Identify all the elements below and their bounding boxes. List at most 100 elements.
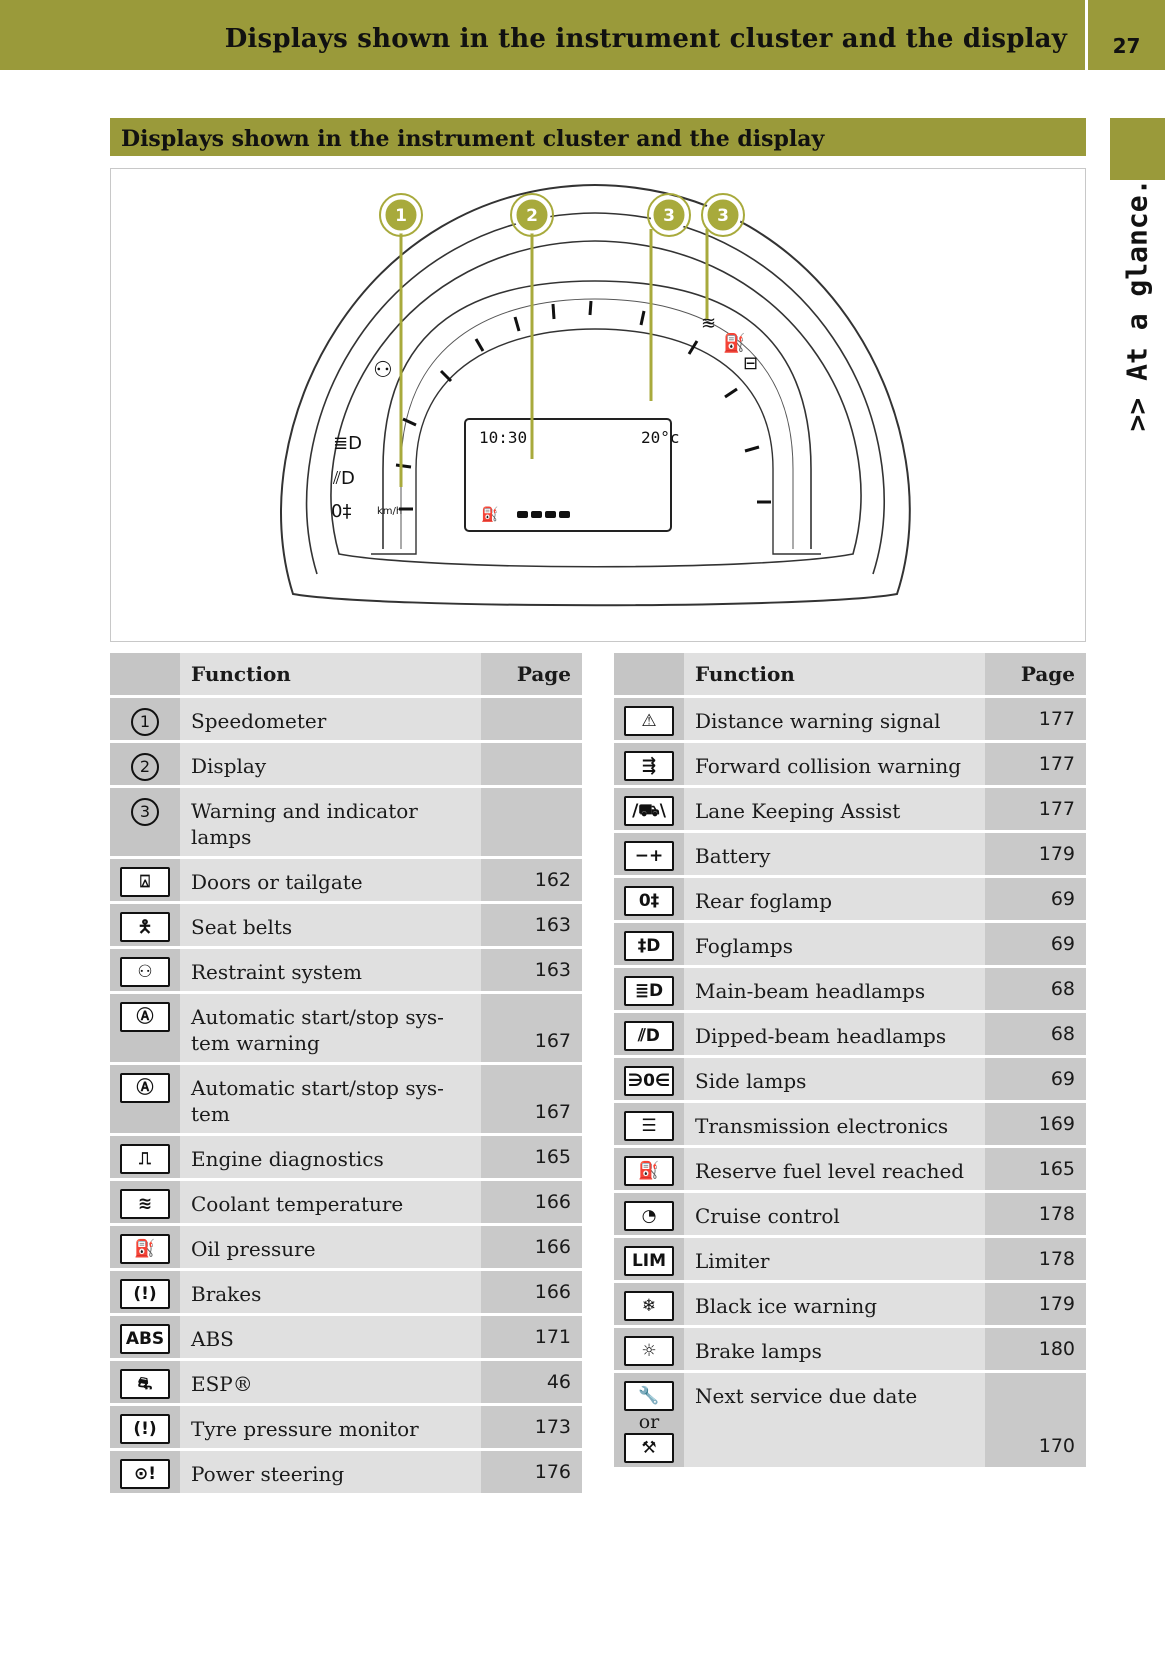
row-page-cell: 68 xyxy=(985,1013,1086,1055)
row-page-number: 173 xyxy=(534,1416,571,1438)
row-function-text: Coolant temperature xyxy=(191,1192,404,1216)
row-page-cell xyxy=(481,788,582,856)
row-function-cell: ABS xyxy=(180,1316,481,1358)
row-page-cell: 177 xyxy=(985,743,1086,785)
display-fuel-icon: ⛽ xyxy=(481,506,498,523)
row-icon-cell: −+ xyxy=(614,833,684,875)
page-column-header: Page xyxy=(481,653,582,695)
row-icon-cell: ⫽D xyxy=(614,1013,684,1055)
restraint-icon: ⚇ xyxy=(120,957,170,987)
row-function-cell: Power steering xyxy=(180,1451,481,1493)
section-title: Displays shown in the instrument cluster… xyxy=(121,126,825,152)
header-bar: Displays shown in the instrument cluster… xyxy=(0,0,1085,70)
row-page-cell: 173 xyxy=(481,1406,582,1448)
side-tab-label-box: >> At a glance. xyxy=(1112,179,1162,432)
row-page-number: 163 xyxy=(534,959,571,981)
callout-number-icon: 1 xyxy=(131,708,159,736)
callout-1 xyxy=(382,196,420,234)
page-number: 27 xyxy=(1112,34,1141,58)
row-page-number: 165 xyxy=(1038,1158,1075,1180)
multifunction-display xyxy=(464,418,672,532)
row-function-text: Brakes xyxy=(191,1282,262,1306)
row-page-number: 166 xyxy=(534,1191,571,1213)
rear-foglamp-icon: 0‡ xyxy=(624,886,674,916)
row-function-text: Tyre pressure monitor xyxy=(191,1417,419,1441)
row-page-cell: 68 xyxy=(985,968,1086,1010)
table-row: ⛐ESP®46 xyxy=(110,1361,582,1403)
callout-leader-lines xyxy=(399,229,709,487)
auto-start-stop-icon: Ⓐ xyxy=(120,1073,170,1103)
row-function-text: Seat belts xyxy=(191,915,293,939)
row-page-number: 177 xyxy=(1038,708,1075,730)
row-function-text: Side lamps xyxy=(695,1069,807,1093)
row-page-number: 68 xyxy=(1050,978,1075,1000)
cruise-control-icon: ◔ xyxy=(624,1201,674,1231)
row-function-cell: Foglamps xyxy=(684,923,985,965)
row-function-text: Next service due date xyxy=(695,1384,918,1408)
row-function-cell: ESP® xyxy=(180,1361,481,1403)
row-page-cell: 167 xyxy=(481,1065,582,1133)
row-page-cell: 176 xyxy=(481,1451,582,1493)
row-page-cell: 166 xyxy=(481,1271,582,1313)
left-lamp-icons: ≣D ⫽D 0‡ ⚇ xyxy=(331,358,393,522)
coolant-icon: ≋ xyxy=(120,1189,170,1219)
row-page-number: 177 xyxy=(1038,753,1075,775)
row-icon-cell: /⛟\ xyxy=(614,788,684,830)
table-row: 3 Warning and indicator lamps xyxy=(110,788,582,856)
row-page-number: 69 xyxy=(1050,933,1075,955)
row-page-number: 179 xyxy=(1038,1293,1075,1315)
row-icon-cell: ⇶ xyxy=(614,743,684,785)
svg-text:≣D: ≣D xyxy=(333,433,362,454)
row-icon-cell: ≋ xyxy=(110,1181,180,1223)
transmission-icon: ☰ xyxy=(624,1111,674,1141)
row-page-cell: 163 xyxy=(481,949,582,991)
callout-number-icon: 3 xyxy=(131,798,159,826)
oil-can-icon: ⛽ xyxy=(120,1234,170,1264)
row-page-number: 162 xyxy=(534,869,571,891)
row-function-cell: Black ice warning xyxy=(684,1283,985,1325)
svg-text:⫽D: ⫽D xyxy=(332,468,355,489)
lane-keeping-icon: /⛟\ xyxy=(624,796,674,826)
display-temperature: 20°c xyxy=(641,428,680,447)
esp-icon: ⛐ xyxy=(120,1369,170,1399)
dipped-beam-icon: ⫽D xyxy=(624,1021,674,1051)
row-function-text: Power steering xyxy=(191,1462,345,1486)
abs-icon: ABS xyxy=(120,1324,170,1354)
row-function-cell: Side lamps xyxy=(684,1058,985,1100)
table-header-row: Function Page xyxy=(614,653,1086,695)
row-function-cell: Battery xyxy=(684,833,985,875)
row-function-cell: Doors or tailgate xyxy=(180,859,481,901)
row-icon-cell: ⊙! xyxy=(110,1451,180,1493)
row-icon-cell: ≣D xyxy=(614,968,684,1010)
callout-3a-label: 3 xyxy=(663,206,675,226)
row-page-cell: 180 xyxy=(985,1328,1086,1370)
speedometer-arc xyxy=(382,280,812,549)
row-function-text: Battery xyxy=(695,844,771,868)
row-function-cell: Seat belts xyxy=(180,904,481,946)
row-function-text: Warning and indicator lamps xyxy=(191,799,418,849)
svg-text:0‡: 0‡ xyxy=(331,501,351,522)
page-column-header: Page xyxy=(985,653,1086,695)
row-icon-cell: ABS xyxy=(110,1316,180,1358)
cluster-middle-ring xyxy=(305,212,885,575)
row-function-cell: Coolant temperature xyxy=(180,1181,481,1223)
row-function-cell: Engine diagnostics xyxy=(180,1136,481,1178)
row-function-text: Cruise control xyxy=(695,1204,840,1228)
row-page-number: 180 xyxy=(1038,1338,1075,1360)
speed-tick-marks xyxy=(395,300,771,511)
row-function-text: Foglamps xyxy=(695,934,793,958)
row-page-cell: 162 xyxy=(481,859,582,901)
svg-text:≋: ≋ xyxy=(701,313,716,334)
instrument-cluster-drawing: ≣D ⫽D 0‡ ⚇ ≋ ⛽ ⊟ km/h 10:30 20°c ⛽ xyxy=(280,183,911,607)
